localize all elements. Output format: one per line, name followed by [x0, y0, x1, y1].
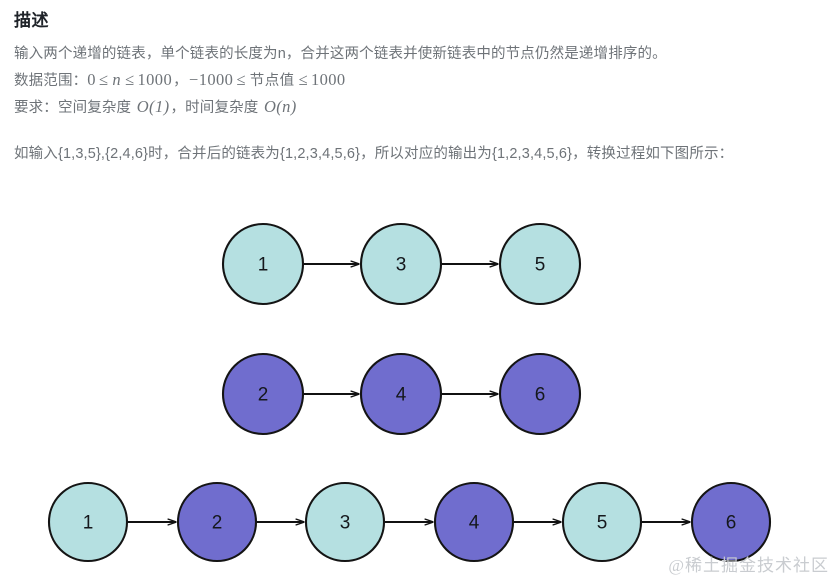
node-value-label: 6 [535, 385, 546, 406]
linked-list-diagram: 1 3 5 2 4 6 1 2 3 4 5 6 [0, 206, 839, 584]
time-complexity-value: O(n) [263, 97, 297, 116]
space-complexity-value: O(1) [136, 97, 170, 116]
description-example: 如输入{1,3,5},{2,4,6}时，合并后的链表为{1,2,3,4,5,6}… [14, 146, 734, 162]
node-circle [304, 481, 386, 563]
list-node: 3 [359, 222, 443, 306]
requirement-comma: ， [170, 100, 186, 116]
range-rel-1: ≤ [98, 70, 109, 89]
range-var-n: n [112, 70, 122, 89]
space-complexity-formula: O(1) [131, 97, 170, 116]
site-watermark: @稀土掘金技术社区 [668, 556, 829, 575]
space-complexity-label: 空间复杂度 [57, 100, 132, 116]
range-lo: 0 [87, 70, 96, 89]
range-hi: 1000 [137, 70, 173, 89]
node-circle [690, 481, 772, 563]
requirement-label: 要求： [14, 100, 58, 116]
linked-list-row-merged-list: 1 2 3 4 5 6 [47, 481, 772, 563]
node-circle [221, 352, 305, 436]
node-value-label: 6 [726, 513, 737, 534]
node-circle [47, 481, 129, 563]
range-node-value: 节点值 [249, 73, 295, 89]
list-node: 5 [561, 481, 643, 563]
linked-list-row-list-b: 2 4 6 [221, 352, 582, 436]
list-node: 6 [498, 352, 582, 436]
range-label: 数据范围： [14, 73, 88, 89]
list-node: 1 [221, 222, 305, 306]
node-circle [561, 481, 643, 563]
list-node: 3 [304, 481, 386, 563]
list-node: 4 [433, 481, 515, 563]
node-value-label: 4 [396, 385, 407, 406]
node-circle [498, 352, 582, 436]
description-line-statement: 输入两个递增的链表，单个链表的长度为n，合并这两个链表并使新链表中的节点仍然是递… [14, 46, 667, 62]
node-value-label: 2 [212, 513, 223, 534]
problem-description: 描述 输入两个递增的链表，单个链表的长度为n，合并这两个链表并使新链表中的节点仍… [14, 8, 829, 167]
range-rel-2: ≤ [125, 70, 135, 89]
list-node: 2 [176, 481, 258, 563]
node-value-label: 1 [83, 513, 94, 534]
list-node: 4 [359, 352, 443, 436]
list-node: 5 [498, 222, 582, 306]
time-complexity-label: 时间复杂度 [185, 100, 259, 116]
node-value-label: 2 [258, 385, 269, 406]
list-node: 2 [221, 352, 305, 436]
range-neg: −1000 [189, 70, 234, 89]
description-line-range: 数据范围：0≤n≤1000，−1000≤节点值≤1000 [14, 67, 829, 94]
range-hi-2: 1000 [310, 70, 346, 89]
node-circle [359, 352, 443, 436]
node-value-label: 1 [258, 255, 269, 276]
range-rel-4: ≤ [298, 70, 308, 89]
node-value-label: 5 [535, 255, 546, 276]
node-circle [433, 481, 515, 563]
linked-list-svg: 1 3 5 2 4 6 1 2 3 4 5 6 [47, 222, 772, 563]
node-circle [359, 222, 443, 306]
range-comma: ， [173, 73, 189, 89]
time-complexity-formula: O(n) [258, 97, 297, 116]
list-node: 6 [690, 481, 772, 563]
page-title: 描述 [14, 11, 49, 30]
node-value-label: 5 [597, 513, 608, 534]
list-node: 1 [47, 481, 129, 563]
node-value-label: 3 [396, 255, 407, 276]
node-circle [221, 222, 305, 306]
range-formula: 0≤n≤1000，−1000≤节点值≤1000 [87, 70, 345, 89]
node-circle [498, 222, 582, 306]
node-circle [176, 481, 258, 563]
range-rel-3: ≤ [236, 70, 246, 89]
node-value-label: 3 [340, 513, 351, 534]
node-value-label: 4 [469, 513, 480, 534]
description-line-requirement: 要求：空间复杂度 O(1)，时间复杂度 O(n) [14, 94, 829, 121]
linked-list-row-list-a: 1 3 5 [221, 222, 582, 306]
